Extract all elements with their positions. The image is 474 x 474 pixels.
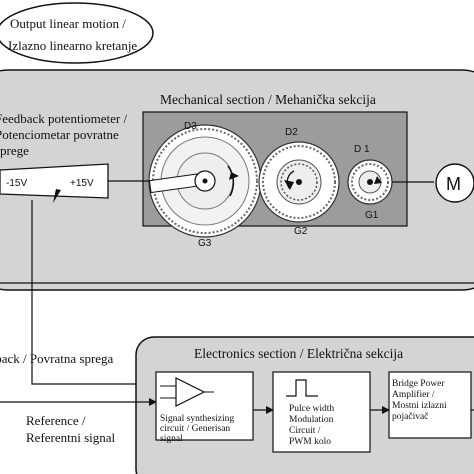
label-d2: D2 — [285, 127, 298, 138]
mechanical-title: Mechanical section / Mehanička sekcija — [160, 92, 376, 107]
pot-wiper-arrow — [53, 189, 61, 203]
gear-d2 — [258, 141, 340, 223]
signal-synthesizing-block — [155, 371, 254, 441]
motor-symbol — [435, 163, 474, 203]
block2-line1: Pulce width — [289, 404, 334, 414]
block2-line3: Circuit / — [289, 426, 321, 436]
block3-line1: Bridge Power — [392, 379, 445, 389]
electronics-title: Electronics section / Električna sekcija — [194, 346, 403, 361]
block2-line2: Modulation — [289, 415, 334, 425]
feedback-wire — [31, 200, 157, 388]
label-g1: G1 — [365, 210, 379, 221]
block1-line1: Signal synthesizing — [160, 414, 234, 424]
output-motion-callout — [0, 2, 154, 64]
gear-d3 — [148, 124, 262, 238]
motor-label: M — [446, 174, 461, 194]
bridge-amplifier-block — [388, 371, 472, 439]
feedback-label: Feedback / Povratna sprega — [0, 351, 114, 366]
block1-line2: circuit / Generisan — [160, 424, 230, 434]
block1-line3: signal — [160, 434, 183, 444]
callout-line2: Izlazno linearno kretanje — [8, 38, 137, 53]
block3-line3: Mostni izlazni — [392, 401, 447, 411]
block3-line4: pojačivač — [392, 412, 428, 422]
reference-label-line2: Referentni signal — [26, 430, 116, 445]
label-d1: D 1 — [354, 144, 370, 155]
pot-plus-label: +15V — [70, 178, 94, 189]
label-g2: G2 — [294, 226, 308, 237]
label-g3: G3 — [198, 238, 212, 249]
pot-label-line1: Feedback potentiometer / — [0, 111, 128, 126]
callout-line1: Output linear motion / — [10, 16, 126, 31]
pot-minus-label: -15V — [6, 178, 27, 189]
pot-label-line3: sprege — [0, 143, 29, 158]
reference-label-line1: Reference / — [26, 413, 86, 428]
potentiometer-symbol — [0, 163, 109, 199]
pwm-block — [272, 371, 371, 453]
gear-d1 — [347, 159, 393, 205]
label-d3: D3 — [184, 121, 197, 132]
block3-line2: Amplifier / — [392, 389, 435, 400]
pot-label-line2: Potenciometar povratne — [0, 127, 119, 142]
block2-line4: PWM kolo — [289, 437, 331, 447]
